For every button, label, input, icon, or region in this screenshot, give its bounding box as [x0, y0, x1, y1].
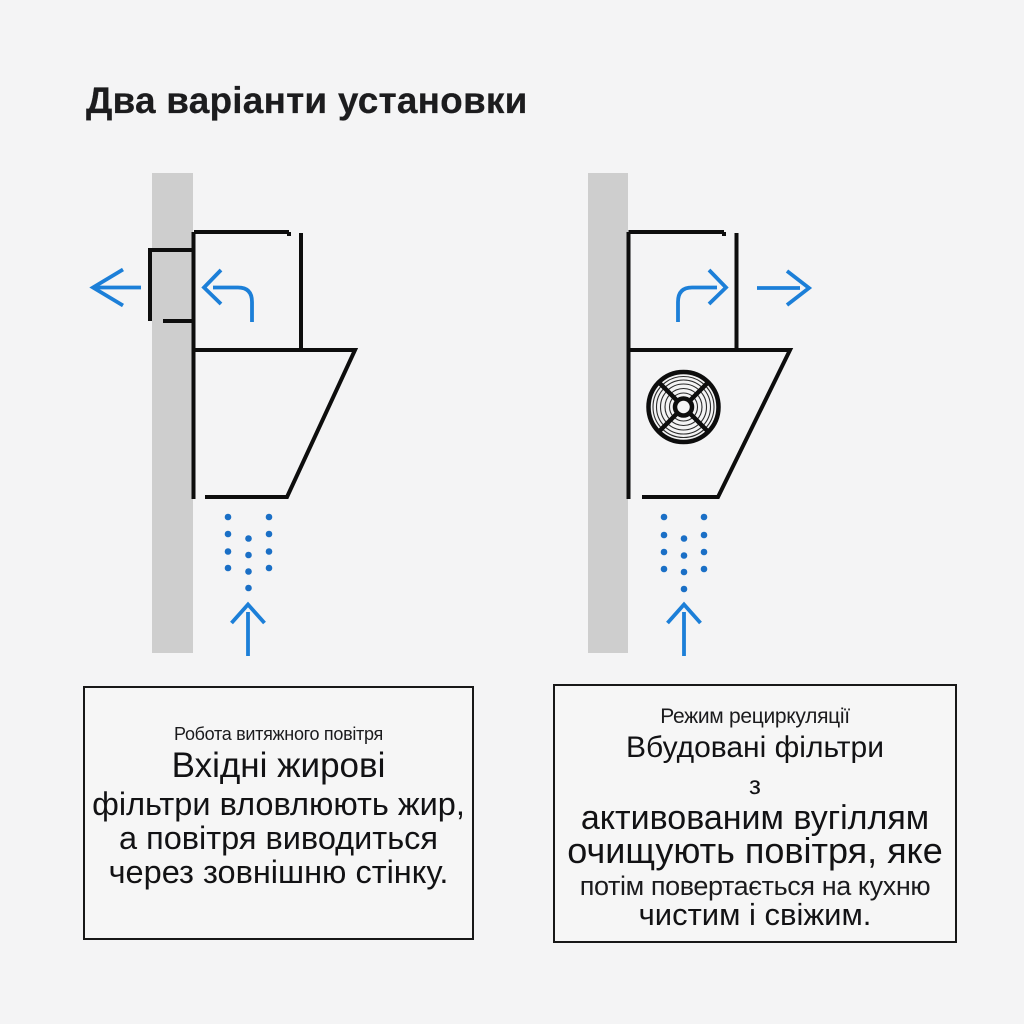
caption-line: а повітря виводиться — [119, 820, 438, 856]
hood-body — [191, 348, 359, 499]
fan-icon — [646, 369, 721, 445]
hood-body — [626, 348, 794, 499]
arrow-up-icon — [230, 601, 266, 656]
caption-line: з — [749, 770, 761, 800]
airflow-dots — [224, 513, 273, 592]
caption-line: потім повертається на кухню — [579, 871, 931, 901]
exhaust-mode-caption-box: Робота витяжного повітря Вхідні жирові ф… — [83, 686, 474, 940]
caption-line: чистим і свіжим. — [638, 897, 872, 932]
caption-line: Вбудовані фільтри — [626, 731, 884, 764]
caption-line: Вхідні жирові — [171, 746, 386, 785]
wall-duct — [148, 248, 194, 323]
caption-line: очищують повітря, яке — [567, 830, 943, 871]
caption-title: Режим рециркуляції — [660, 705, 850, 728]
recirculation-mode-diagram — [588, 173, 813, 656]
wall — [152, 173, 193, 653]
caption-line: фільтри вловлюють жир, — [92, 786, 465, 822]
curved-arrow-left-icon — [201, 268, 254, 322]
caption-line: через зовнішню стінку. — [108, 854, 449, 890]
wall — [588, 173, 628, 653]
exhaust-mode-diagram — [89, 173, 359, 656]
airflow-dots — [660, 513, 708, 593]
caption-line: активованим вугіллям — [580, 799, 930, 837]
caption-title: Робота витяжного повітря — [174, 724, 383, 744]
recirculation-caption-box: Режим рециркуляції Вбудовані фільтри з а… — [553, 684, 957, 943]
arrow-right-icon — [757, 269, 813, 307]
curved-arrow-right-icon — [676, 268, 729, 322]
hood-chimney — [628, 230, 739, 348]
page-title: Два варіанти установки — [86, 80, 528, 121]
arrow-up-icon — [666, 601, 702, 656]
arrow-left-icon — [89, 267, 141, 308]
hood-chimney — [194, 230, 303, 348]
